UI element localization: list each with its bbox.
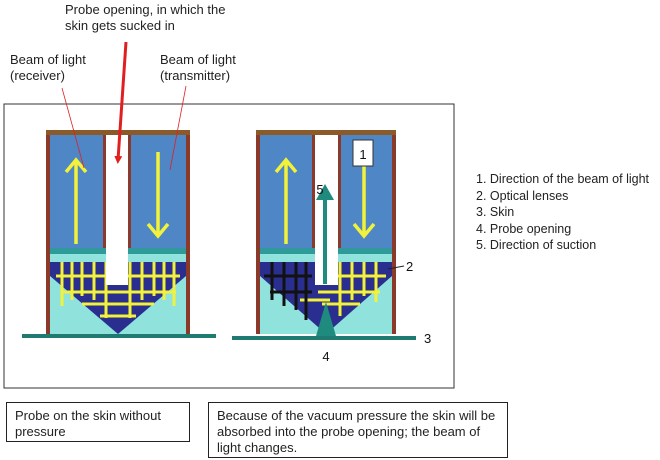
transmitter-pointer xyxy=(169,85,187,171)
caption-left: Probe on the skin without pressure xyxy=(6,402,190,442)
light-beam-grid-right xyxy=(300,262,386,316)
marker-2: 2 xyxy=(406,259,413,274)
caption-right-text: Because of the vacuum pressure the skin … xyxy=(217,408,496,455)
skin-bulge xyxy=(316,302,336,336)
marker-5: 5 xyxy=(316,182,323,197)
suction-arrow-head xyxy=(316,184,334,200)
blocked-beam-grid xyxy=(264,262,312,320)
skin-line-left xyxy=(22,334,216,338)
caption-right: Because of the vacuum pressure the skin … xyxy=(208,402,508,458)
probe-opening-label-line2: skin gets sucked in xyxy=(65,18,175,33)
probe-opening-pointer xyxy=(114,41,128,164)
legend-item: 2. Optical lenses xyxy=(476,188,569,203)
probe-opening-label-line1: Probe opening, in which the xyxy=(65,2,226,17)
marker-4: 4 xyxy=(322,349,329,364)
beam-direction-arrows-right xyxy=(274,157,376,244)
legend-item: 1. Direction of the beam of light xyxy=(476,172,650,186)
marker-1: 1 xyxy=(359,147,366,162)
receiver-label-line1: Beam of light xyxy=(10,52,86,67)
optical-lens-right-probe-left xyxy=(260,248,315,254)
legend-item: 3. Skin xyxy=(476,205,515,219)
lens-leader-line xyxy=(387,265,405,270)
transmitter-label-line2: (transmitter) xyxy=(160,68,231,83)
beam-direction-arrows-left xyxy=(64,152,170,244)
diagram-frame xyxy=(3,103,455,389)
optical-lens-left xyxy=(50,248,106,254)
skin-line-right xyxy=(232,336,416,340)
transmitter-label-line1: Beam of light xyxy=(160,52,236,67)
right-probe xyxy=(256,130,396,336)
optical-lens-right xyxy=(128,248,186,254)
marker-1-box xyxy=(352,139,374,167)
probe-opening-label: Probe opening, in which the skin gets su… xyxy=(65,2,225,34)
probe-opening-left xyxy=(106,135,128,285)
legend: 1. Direction of the beam of light 2. Opt… xyxy=(476,171,649,254)
left-probe xyxy=(46,130,190,334)
receiver-label-line2: (receiver) xyxy=(10,68,65,83)
caption-left-text: Probe on the skin without pressure xyxy=(15,408,161,439)
optical-lens-right-probe-right xyxy=(338,248,392,254)
prism-right xyxy=(260,262,392,334)
transmitter-label: Beam of light (transmitter) xyxy=(160,52,236,84)
marker-3: 3 xyxy=(424,331,431,346)
receiver-pointer xyxy=(61,87,85,169)
legend-item: 4. Probe opening xyxy=(476,221,572,236)
legend-item: 5. Direction of suction xyxy=(476,238,597,252)
receiver-label: Beam of light (receiver) xyxy=(10,52,86,84)
